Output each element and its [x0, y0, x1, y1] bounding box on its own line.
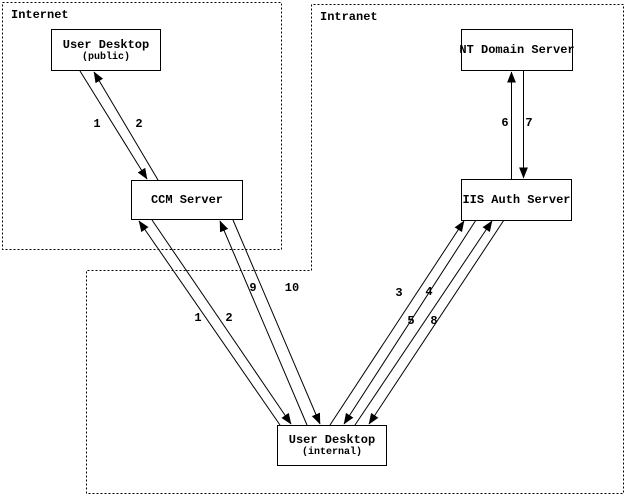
flow-line-internal-to-iis-3 [329, 220, 465, 426]
flow-label-public-ccm-1: 1 [93, 117, 101, 131]
node-title: CCM Server [150, 193, 223, 207]
flow-label-ccm-public-2: 2 [135, 117, 143, 131]
flow-label-iis-internal-4: 4 [425, 285, 433, 299]
node-iis-auth-server: IIS Auth Server [461, 179, 572, 221]
flow-label-internal-iis-5: 5 [407, 314, 415, 328]
node-nt-domain-server: NT Domain Server [459, 29, 575, 71]
node-subtitle: (public) [81, 51, 130, 63]
flow-label-internal-iis-3: 3 [395, 286, 403, 300]
flow-line-ccm-to-internal-10 [232, 219, 321, 425]
intranet-region-border [86, 4, 624, 494]
node-ccm-server: CCM Server [131, 180, 243, 220]
flow-line-public-to-ccm-1 [79, 70, 148, 180]
internet-region-label: Internet [11, 8, 69, 22]
flow-label-internal-ccm-1: 1 [194, 311, 202, 325]
flow-line-internal-to-ccm-1 [138, 220, 281, 426]
internet-region-border [2, 2, 282, 250]
node-title: User Desktop [288, 433, 376, 447]
flow-label-ccm-internal-2: 2 [225, 311, 233, 325]
flow-line-internal-to-ccm-9 [219, 220, 308, 426]
node-subtitle: (internal) [301, 447, 362, 458]
flow-line-iis-to-internal-8 [368, 219, 505, 425]
flow-label-nt-iis-7: 7 [525, 116, 533, 130]
node-user-desktop-internal: User Desktop (internal) [277, 425, 387, 466]
flow-line-ccm-to-public-2 [93, 71, 159, 181]
flow-label-internal-ccm-9: 9 [249, 281, 257, 295]
flow-label-ccm-internal-10: 10 [284, 281, 300, 295]
flow-label-iis-internal-8: 8 [430, 314, 438, 328]
flow-line-iis-to-internal-4 [343, 219, 477, 425]
node-user-desktop-public: User Desktop (public) [51, 29, 161, 71]
node-title: User Desktop [62, 37, 150, 52]
flow-label-iis-nt-6: 6 [501, 116, 509, 130]
node-title: NT Domain Server [459, 43, 575, 57]
intranet-region-label: Intranet [320, 10, 378, 24]
flow-line-internal-to-iis-5 [354, 220, 493, 426]
flow-line-ccm-to-internal-2 [151, 219, 292, 425]
node-title: IIS Auth Server [462, 193, 571, 207]
